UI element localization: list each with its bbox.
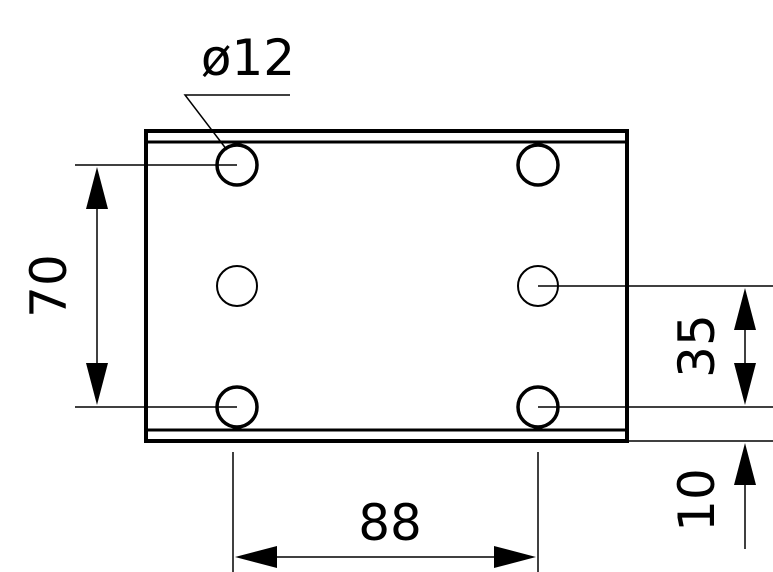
diameter-leader-line xyxy=(183,94,290,151)
vertical-spacing-label: 70 xyxy=(20,254,78,318)
edge-offset-label: 10 xyxy=(668,468,726,532)
horizontal-spacing-label: 88 xyxy=(358,494,422,552)
arrow-10-up xyxy=(734,443,756,485)
arrow-35-bottom xyxy=(734,363,756,405)
arrow-88-right xyxy=(494,546,536,568)
arrow-88-left xyxy=(235,546,277,568)
hole-middle-left xyxy=(216,265,258,307)
hole-diameter-label: ø12 xyxy=(201,29,295,87)
half-spacing-label: 35 xyxy=(668,314,726,378)
hole-top-right xyxy=(516,143,560,187)
extension-lines xyxy=(75,94,773,572)
arrow-70-top xyxy=(86,167,108,209)
holes xyxy=(215,143,560,429)
arrow-35-top xyxy=(734,288,756,330)
arrowheads xyxy=(86,167,756,568)
arrow-70-bottom xyxy=(86,363,108,405)
